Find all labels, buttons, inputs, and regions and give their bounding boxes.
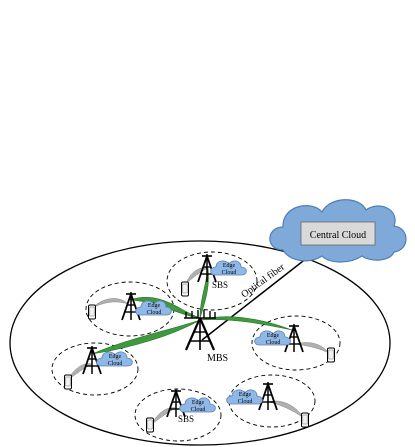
edge-label-line1: Edge — [239, 392, 252, 398]
small-cell-lower-right — [228, 374, 316, 428]
phone-icon — [88, 304, 96, 320]
central-cloud-box — [300, 221, 376, 246]
phone-icon — [301, 412, 309, 428]
mbs-label: MBS — [207, 353, 228, 364]
tower-icon — [184, 317, 216, 351]
sbs-upper-left[interactable]: Edge Cloud — [88, 291, 172, 321]
edge-label-line1: Edge — [148, 303, 161, 309]
tower-icon — [258, 381, 278, 411]
central-cloud[interactable]: Central Cloud — [269, 199, 407, 263]
edge-label-line2: Cloud — [191, 407, 206, 413]
phone-icon — [146, 417, 154, 433]
edge-label-line1: Edge — [223, 263, 236, 269]
small-cell-left — [51, 342, 139, 396]
edge-label-line2: Cloud — [108, 361, 123, 367]
sbs-right[interactable]: Edge Cloud — [254, 323, 335, 363]
phone-icon — [327, 347, 335, 363]
edge-label-line2: Cloud — [222, 270, 237, 276]
central-cloud-label: Central Cloud — [310, 230, 366, 241]
phone-icon — [64, 374, 72, 390]
optical-fiber-label: Optical fiber — [239, 261, 287, 300]
sbs-left[interactable]: Edge Cloud — [64, 345, 133, 390]
phone-icon — [181, 281, 189, 297]
small-cell-bottom — [134, 388, 222, 442]
sbs-label: SBS — [178, 414, 194, 424]
tower-icon — [121, 291, 141, 321]
edge-label-line2: Cloud — [147, 310, 162, 316]
small-cell-top — [166, 251, 258, 311]
sbs-lower-right[interactable]: Edge Cloud — [226, 381, 309, 428]
edge-label-line1: Edge — [109, 354, 122, 360]
tower-icon — [166, 388, 186, 418]
optical-fiber-link — [201, 246, 322, 341]
mbs[interactable]: MBS — [184, 310, 228, 364]
edge-label-line2: Cloud — [238, 399, 253, 405]
edge-label-line1: Edge — [192, 400, 205, 406]
macro-cell-coverage — [9, 240, 391, 446]
small-cell-right — [251, 315, 341, 371]
edge-label-line1: Edge — [267, 333, 280, 339]
edge-label-line2: Cloud — [266, 340, 281, 346]
sbs-bottom[interactable]: Edge Cloud SBS — [146, 388, 216, 433]
sbs-top[interactable]: Edge Cloud SBS — [181, 253, 247, 297]
sbs-label: SBS — [212, 280, 228, 290]
